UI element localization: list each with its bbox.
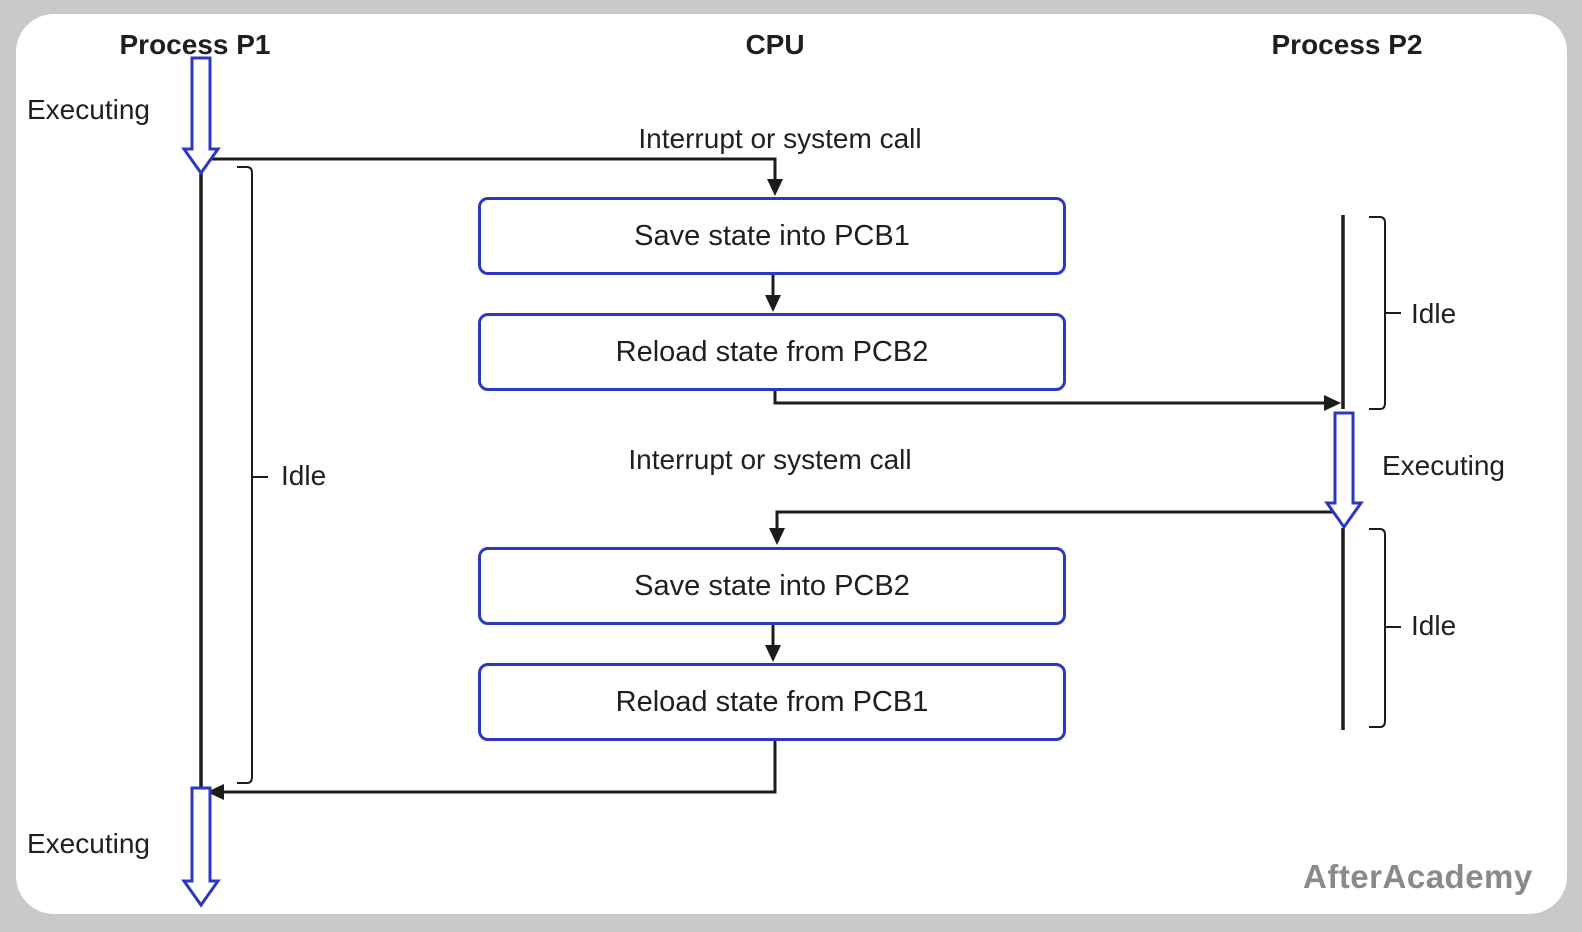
box-reload-state-pcb1-label: Reload state from PCB1: [615, 685, 929, 718]
interrupt-line-2: [775, 510, 1334, 530]
watermark-text: AfterAcademy: [1303, 858, 1533, 895]
label-p2-idle-bottom: Idle: [1411, 610, 1457, 641]
executing-arrow-p1-top: [181, 56, 221, 176]
arrowhead-box3-box4: [765, 645, 781, 662]
label-p2-idle-top: Idle: [1411, 298, 1457, 329]
executing-arrow-p2: [1324, 411, 1364, 530]
return-line-p1: [222, 741, 777, 794]
box-save-state-pcb1-label: Save state into PCB1: [634, 219, 910, 252]
column-header-cpu: CPU: [745, 29, 805, 60]
box-reload-state-pcb1: Reload state from PCB1: [478, 663, 1066, 741]
label-interrupt-top: Interrupt or system call: [638, 123, 922, 154]
column-header-p2: Process P2: [1271, 29, 1423, 60]
executing-arrow-p1-bottom: [181, 786, 221, 908]
label-p1-idle: Idle: [281, 460, 327, 491]
column-header-p1: Process P1: [119, 29, 271, 60]
dispatch-line-p2: [773, 391, 1326, 405]
box-save-state-pcb1: Save state into PCB1: [478, 197, 1066, 275]
idle-bracket-right-bottom: [1369, 528, 1386, 728]
box-reload-state-pcb2: Reload state from PCB2: [478, 313, 1066, 391]
label-interrupt-bottom: Interrupt or system call: [628, 444, 912, 475]
arrowhead-box1-box2: [765, 295, 781, 312]
idle-bracket-left: [237, 166, 253, 784]
interrupt-line-1: [203, 157, 777, 181]
arrowhead-interrupt-1: [767, 179, 783, 196]
arrowhead-dispatch-p2: [1324, 395, 1341, 411]
label-p1-executing-bottom: Executing: [27, 828, 150, 859]
box-save-state-pcb2: Save state into PCB2: [478, 547, 1066, 625]
label-p1-executing-top: Executing: [27, 94, 150, 125]
box-save-state-pcb2-label: Save state into PCB2: [634, 569, 910, 602]
diagram-card: [16, 14, 1567, 914]
label-p2-executing: Executing: [1382, 450, 1505, 481]
idle-bracket-right-top: [1369, 216, 1386, 410]
arrowhead-return-p1: [207, 784, 224, 800]
arrowhead-interrupt-2: [769, 528, 785, 545]
box-reload-state-pcb2-label: Reload state from PCB2: [615, 335, 929, 368]
